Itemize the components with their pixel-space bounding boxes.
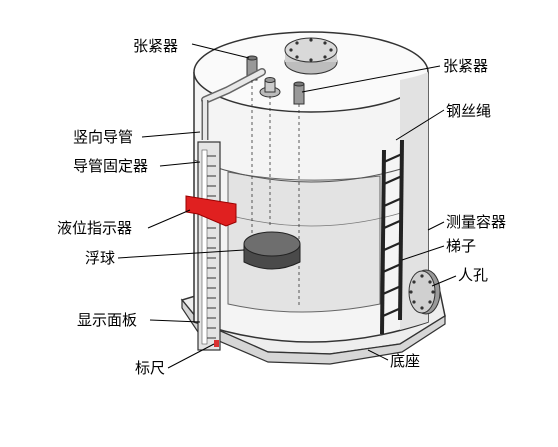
float-disc — [243, 231, 301, 270]
label-tensioner-left: 张紧器 — [133, 37, 179, 55]
label-base: 底座 — [390, 352, 421, 370]
roof-flange — [284, 37, 338, 75]
label-vertical-pipe: 竖向导管 — [73, 128, 134, 146]
tank-body — [193, 31, 429, 343]
label-level-indicator: 液位指示器 — [57, 219, 133, 237]
label-steel-wire-rope: 钢丝绳 — [446, 102, 492, 120]
label-manhole: 人孔 — [458, 266, 489, 284]
label-ladder: 梯子 — [446, 237, 477, 255]
roof-nozzle — [259, 77, 281, 98]
leader-lines — [117, 43, 457, 369]
label-float-ball: 浮球 — [85, 249, 116, 267]
tensioner-right — [293, 81, 305, 105]
display-panel-body — [197, 141, 221, 351]
guide-pipe — [201, 68, 266, 140]
label-tensioner-right: 张紧器 — [443, 57, 489, 75]
label-display-panel: 显示面板 — [77, 311, 138, 329]
label-measuring-vessel: 测量容器 — [446, 213, 507, 231]
steel-wires — [251, 80, 300, 306]
label-scale-ruler: 标尺 — [135, 359, 166, 377]
ladder-structure — [380, 139, 404, 335]
label-pipe-fixer: 导管固定器 — [73, 157, 149, 175]
manhole-flange — [408, 269, 441, 315]
